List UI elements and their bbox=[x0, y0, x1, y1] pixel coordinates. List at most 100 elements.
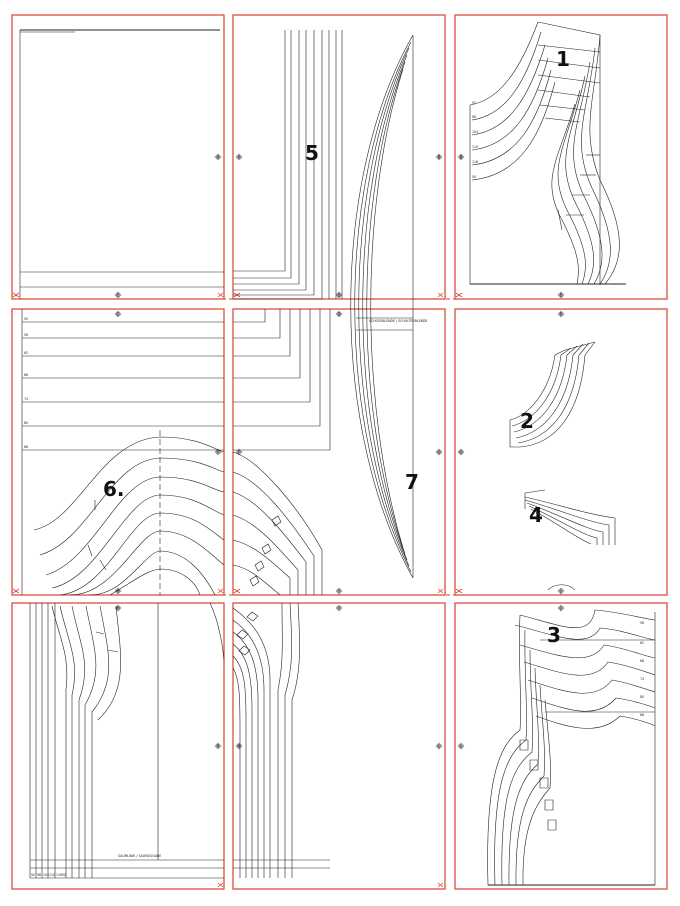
piece-label-5: 5 bbox=[305, 141, 319, 165]
page-tile-4 bbox=[11, 308, 225, 596]
piece-label-4: 4 bbox=[529, 503, 543, 527]
alignment-diamond-p2-bottom bbox=[335, 291, 343, 299]
size-label: 98 bbox=[472, 115, 476, 119]
alignment-letter-p2-left: A bbox=[238, 154, 241, 159]
piece-label-2: 2 bbox=[520, 409, 534, 433]
piece-label-6: 6. bbox=[103, 477, 125, 501]
piece-5-left-lines bbox=[19, 29, 224, 299]
collar-note: SCHOSSBLENDE / SCHULTERBLENDE bbox=[369, 319, 427, 323]
alignment-diamond-p8-right bbox=[435, 742, 443, 750]
alignment-markers: A C A B D B E C F H D F G I E G J H K I K L J L bbox=[114, 153, 565, 750]
alignment-letter-p4-top: C bbox=[117, 311, 120, 316]
size-label: 74 bbox=[640, 677, 644, 681]
piece-3-lines bbox=[487, 609, 656, 886]
size-labels: 5056626874808692981041101165056626874808… bbox=[24, 101, 644, 877]
piece-6-lines bbox=[21, 309, 225, 596]
alignment-diamond-p4-top bbox=[114, 310, 122, 318]
size-label: 116 bbox=[56, 873, 62, 877]
alignment-diamond-p2-left bbox=[235, 153, 243, 161]
alignment-letter-p6-top: E bbox=[560, 311, 563, 316]
size-label: 56 bbox=[24, 333, 28, 337]
glue-lines bbox=[12, 15, 667, 889]
piece-7-lines bbox=[350, 34, 414, 579]
piece-label-1: 1 bbox=[556, 47, 570, 71]
alignment-letter-p5-bottom: I bbox=[338, 588, 339, 593]
page-tile-7 bbox=[11, 602, 225, 890]
alignment-letter-p5-right: G bbox=[437, 449, 440, 454]
size-label: 104 bbox=[472, 130, 478, 134]
size-label: 62 bbox=[640, 641, 644, 645]
piece-5-lines bbox=[233, 30, 343, 300]
alignment-diamond-p3-bottom bbox=[557, 291, 565, 299]
alignment-diamond-p6-left bbox=[457, 448, 465, 456]
size-label: 86 bbox=[24, 445, 28, 449]
piece-label-3: 3 bbox=[547, 623, 561, 647]
alignment-diamond-p5-top bbox=[335, 310, 343, 318]
alignment-letter-p7-right: K bbox=[217, 743, 220, 748]
page-tile-9 bbox=[454, 602, 668, 890]
alignment-letter-p2-bottom: D bbox=[337, 292, 340, 297]
alignment-letter-p4-bottom: H bbox=[116, 588, 119, 593]
size-label: 68 bbox=[24, 373, 28, 377]
size-label: 92 bbox=[31, 873, 35, 877]
alignment-letter-p5-top: D bbox=[337, 311, 340, 316]
alignment-letter-p9-left: L bbox=[460, 743, 463, 748]
scissors-icons bbox=[12, 292, 463, 888]
size-label: 56 bbox=[640, 621, 644, 625]
size-label: 62 bbox=[24, 351, 28, 355]
alignment-diamond-p1-right bbox=[214, 153, 222, 161]
alignment-letter-p9-top: J bbox=[559, 605, 561, 610]
size-label: 110 bbox=[49, 873, 55, 877]
size-label: 74 bbox=[24, 397, 28, 401]
size-label: 98 bbox=[37, 873, 41, 877]
hem-note: SAUMLINIE / SAUMZUGABE bbox=[118, 854, 161, 858]
size-label: 50 bbox=[472, 175, 476, 179]
alignment-letter-p1-bottom: C bbox=[117, 292, 120, 297]
pattern-lines bbox=[19, 21, 656, 886]
alignment-letter-p1-right: A bbox=[217, 154, 220, 159]
piece-4-lines bbox=[524, 489, 616, 591]
alignment-letter-p3-left: B bbox=[460, 154, 463, 159]
alignment-diamond-p9-top bbox=[557, 604, 565, 612]
alignment-letter-p6-left: G bbox=[459, 449, 462, 454]
size-label: 50 bbox=[62, 873, 66, 877]
size-label: 110 bbox=[472, 145, 478, 149]
alignment-diamond-p6-bottom bbox=[557, 587, 565, 595]
piece-1-lines bbox=[469, 21, 626, 285]
piece-label-7: 7 bbox=[405, 470, 419, 494]
alignment-letter-p3-bottom: E bbox=[560, 292, 563, 297]
size-label: 80 bbox=[640, 695, 644, 699]
alignment-letter-p6-bottom: J bbox=[559, 588, 561, 593]
alignment-letter-p4-right: F bbox=[217, 449, 220, 454]
alignment-diamond-p9-left bbox=[457, 742, 465, 750]
piece-2-lines bbox=[509, 341, 596, 448]
size-label: 68 bbox=[640, 659, 644, 663]
alignment-letter-p8-top: I bbox=[338, 605, 339, 610]
size-label: 116 bbox=[472, 160, 478, 164]
piece-6-right-bottom-lines bbox=[232, 602, 330, 878]
alignment-diamond-p8-left bbox=[235, 742, 243, 750]
alignment-diamond-p8-top bbox=[335, 604, 343, 612]
page-tile-8 bbox=[232, 602, 446, 890]
alignment-diamond-p5-bottom bbox=[335, 587, 343, 595]
page-frames bbox=[11, 14, 668, 890]
size-label: 92 bbox=[472, 101, 476, 105]
size-label: 86 bbox=[640, 713, 644, 717]
alignment-letter-p2-right: B bbox=[438, 154, 441, 159]
alignment-letter-p5-left: F bbox=[238, 449, 241, 454]
piece-6-right-lines bbox=[232, 309, 331, 596]
piece-6-bottom-lines bbox=[29, 602, 225, 879]
alignment-diamond-p6-top bbox=[557, 310, 565, 318]
size-label: 104 bbox=[43, 873, 49, 877]
alignment-diamond-p7-right bbox=[214, 742, 222, 750]
alignment-diamond-p1-bottom bbox=[114, 291, 122, 299]
page-tile-1 bbox=[11, 14, 225, 300]
alignment-diamond-p5-right bbox=[435, 448, 443, 456]
alignment-diamond-p2-right bbox=[435, 153, 443, 161]
alignment-diamond-p3-left bbox=[457, 153, 465, 161]
size-label: 50 bbox=[24, 317, 28, 321]
alignment-letter-p8-left: K bbox=[238, 743, 241, 748]
alignment-letter-p8-right: L bbox=[438, 743, 441, 748]
alignment-letter-p7-top: H bbox=[116, 605, 119, 610]
